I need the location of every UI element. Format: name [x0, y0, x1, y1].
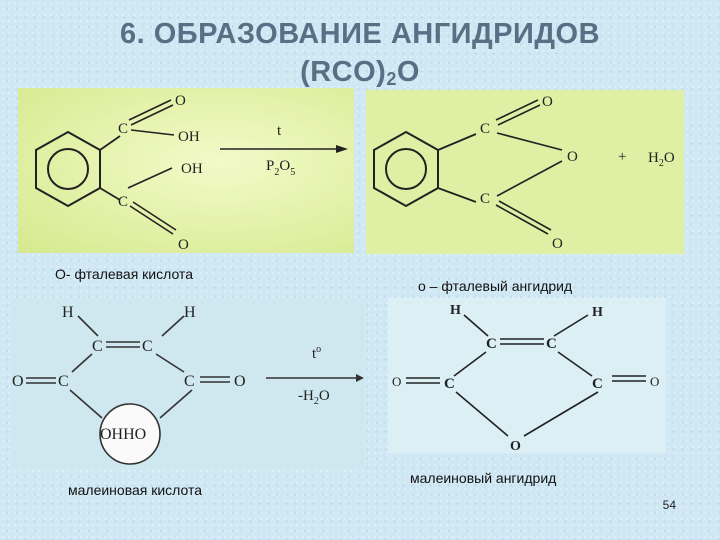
atom-o: O [392, 374, 401, 389]
atom-h: H [592, 305, 603, 320]
reaction-condition-temperature: t [277, 123, 282, 139]
atom-o: O [542, 94, 553, 110]
atom-o: O [12, 373, 24, 390]
atom-c: C [92, 338, 103, 355]
formula-sub: 2 [386, 69, 397, 89]
atom-h: H [62, 304, 74, 321]
maleic-acid-panel: H H C C C C O O OHHO to -H2O [12, 300, 364, 468]
page-number: 54 [662, 498, 676, 512]
atom-oh: OH [181, 161, 203, 177]
phthalic-acid-structure: C C O OH OH O t P2O5 [35, 93, 348, 253]
water-formula: H2O [648, 150, 675, 169]
atom-c: C [184, 373, 195, 390]
phthalic-anhydride-panel: C C O O O + H2O [366, 90, 684, 254]
atom-ohho: OHHO [100, 426, 146, 443]
caption-phthalic-anhydride: о – фталевый ангидрид [418, 278, 573, 294]
atom-o: O [178, 237, 189, 253]
reaction-condition-temperature: to [312, 344, 321, 362]
slide-title: 6. ОБРАЗОВАНИЕ АНГИДРИДОВ [119, 18, 601, 50]
atom-c: C [142, 338, 153, 355]
atom-c: C [480, 191, 490, 207]
atom-c: C [546, 336, 557, 352]
formula-main: (RCO) [300, 56, 387, 88]
caption-phthalic-acid: О- фталевая кислота [55, 266, 193, 282]
atom-c: C [480, 121, 490, 137]
caption-maleic-anhydride: малеиновый ангидрид [410, 470, 557, 486]
atom-o: O [552, 236, 563, 252]
atom-c: C [58, 373, 69, 390]
reaction-reagent: P2O5 [266, 158, 295, 178]
atom-h: H [184, 304, 196, 321]
atom-o-bridge: O [510, 439, 521, 454]
maleic-anhydride-panel: H H C C C C O O O [388, 298, 666, 454]
atom-c: C [592, 376, 603, 392]
atom-o: O [234, 373, 246, 390]
atom-c: C [486, 336, 497, 352]
atom-o: O [650, 374, 659, 389]
atom-c: C [444, 376, 455, 392]
phthalic-acid-panel: C C O OH OH O t P2O5 [18, 88, 354, 253]
atom-o: O [175, 93, 186, 109]
maleic-acid-structure: H H C C C C O O OHHO to -H2O [12, 304, 364, 465]
plus-sign: + [618, 149, 626, 165]
formula-end: O [396, 56, 420, 88]
phthalic-anhydride-structure: C C O O O + H2O [373, 94, 675, 252]
atom-h: H [450, 303, 461, 318]
slide-formula: (RCO)2O [0, 56, 720, 90]
reaction-water-removal: -H2O [298, 388, 330, 407]
maleic-anhydride-structure: H H C C C C O O O [392, 303, 659, 454]
caption-maleic-acid: малеиновая кислота [68, 482, 203, 498]
atom-o-bridge: O [567, 149, 578, 165]
atom-c: C [118, 121, 128, 137]
atom-oh: OH [178, 129, 200, 145]
atom-c: C [118, 194, 128, 210]
